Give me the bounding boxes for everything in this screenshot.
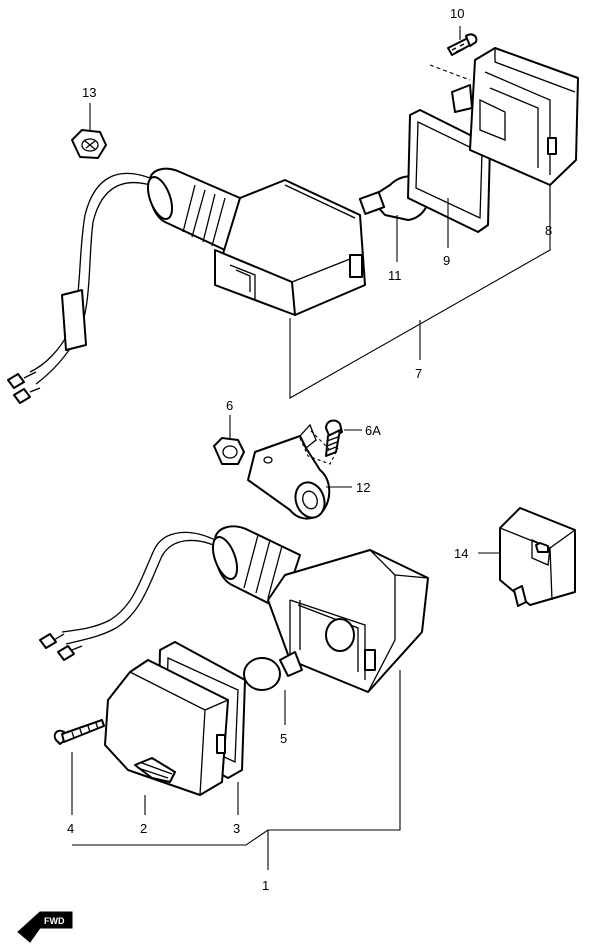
- callout-2: 2: [140, 821, 147, 836]
- upper-lens: [451, 47, 579, 186]
- callout-13: 13: [82, 85, 96, 100]
- callout-8: 8: [545, 223, 552, 238]
- upper-wire-harness: [7, 172, 161, 404]
- upper-lens-screw: [447, 33, 478, 56]
- lower-bulb: [243, 651, 303, 691]
- callout-5: 5: [280, 731, 287, 746]
- fwd-label: FWD: [44, 916, 65, 926]
- callout-14: 14: [454, 546, 468, 561]
- upper-stem-boot: [146, 167, 241, 251]
- lower-turn-signal-housing: [267, 549, 429, 693]
- flange-nut: [71, 129, 107, 159]
- callout-7: 7: [415, 366, 422, 381]
- turn-signal-relay: [499, 507, 576, 607]
- upper-turn-signal-housing: [214, 179, 366, 316]
- callout-11: 11: [388, 268, 402, 283]
- mounting-bracket: [247, 423, 331, 520]
- bracket-bolt: [325, 419, 343, 457]
- upper-lens-gasket: [407, 109, 491, 233]
- callout-6a: 6A: [365, 423, 381, 438]
- callout-9: 9: [443, 253, 450, 268]
- lower-lens: [104, 659, 229, 796]
- bracket-nut: [213, 437, 245, 465]
- callout-3: 3: [233, 821, 240, 836]
- lower-wire-harness: [39, 531, 221, 661]
- callout-1: 1: [262, 878, 269, 893]
- callout-12: 12: [356, 480, 370, 495]
- callout-labels: 1 2 3 4 5 6 6A 7 8 9 10 11 12 13 14: [67, 6, 552, 893]
- callout-10: 10: [450, 6, 464, 21]
- callout-4: 4: [67, 821, 74, 836]
- callout-6: 6: [226, 398, 233, 413]
- forward-direction-arrow: FWD: [17, 911, 73, 943]
- leader-lines: [71, 26, 551, 870]
- lower-lens-screw: [53, 719, 105, 745]
